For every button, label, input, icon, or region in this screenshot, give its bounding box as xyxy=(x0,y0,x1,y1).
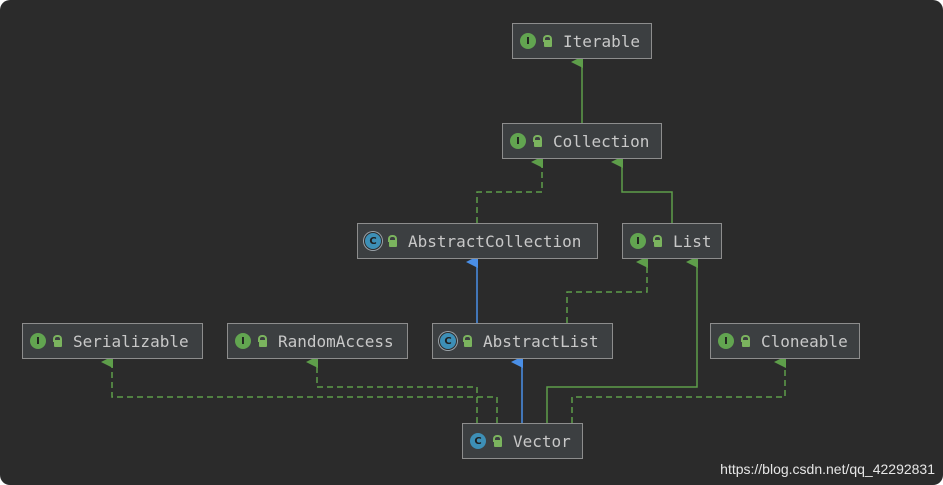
unlock-icon xyxy=(257,334,267,348)
unlock-icon xyxy=(52,334,62,348)
interface-icon: I xyxy=(520,33,536,49)
edge-abstract-list-to-list xyxy=(566,256,648,323)
unlock-icon xyxy=(652,234,662,248)
interface-icon: I xyxy=(30,333,46,349)
interface-icon: I xyxy=(235,333,251,349)
node-collection[interactable]: I Collection xyxy=(502,123,662,159)
unlock-icon xyxy=(492,434,502,448)
node-label: AbstractCollection xyxy=(408,231,582,251)
node-label: Vector xyxy=(513,431,571,451)
node-iterable[interactable]: I Iterable xyxy=(512,23,652,59)
abstract-class-icon: C xyxy=(365,233,381,249)
node-label: Collection xyxy=(553,131,650,151)
watermark: https://blog.csdn.net/qq_42292831 xyxy=(720,461,935,477)
node-label: Iterable xyxy=(563,31,641,51)
edge-vector-to-cloneable xyxy=(571,356,786,423)
unlock-icon xyxy=(542,34,552,48)
interface-icon: I xyxy=(510,133,526,149)
unlock-icon xyxy=(387,234,397,248)
node-label: Serializable xyxy=(73,331,189,351)
edge-vector-to-list xyxy=(546,256,698,423)
unlock-icon xyxy=(462,334,472,348)
node-random-access[interactable]: I RandomAccess xyxy=(227,323,408,359)
class-icon: C xyxy=(470,433,486,449)
node-label: RandomAccess xyxy=(278,331,394,351)
node-list[interactable]: I List xyxy=(622,223,722,259)
edge-abstract-collection-to-collection xyxy=(476,156,543,223)
abstract-class-icon: C xyxy=(440,333,456,349)
node-label: Cloneable xyxy=(761,331,848,351)
node-abstract-collection[interactable]: C AbstractCollection xyxy=(357,223,598,259)
interface-icon: I xyxy=(718,333,734,349)
node-cloneable[interactable]: I Cloneable xyxy=(710,323,860,359)
node-label: AbstractList xyxy=(483,331,599,351)
edge-list-to-collection xyxy=(611,156,673,223)
edge-vector-to-random-access xyxy=(306,356,478,423)
node-serializable[interactable]: I Serializable xyxy=(22,323,203,359)
interface-icon: I xyxy=(630,233,646,249)
unlock-icon xyxy=(532,134,542,148)
edge-vector-to-serializable xyxy=(101,356,498,423)
unlock-icon xyxy=(740,334,750,348)
node-vector[interactable]: C Vector xyxy=(462,423,583,459)
node-label: List xyxy=(673,231,712,251)
node-abstract-list[interactable]: C AbstractList xyxy=(432,323,613,359)
